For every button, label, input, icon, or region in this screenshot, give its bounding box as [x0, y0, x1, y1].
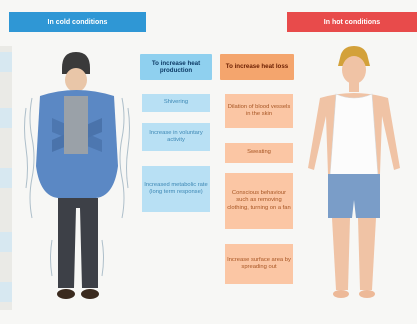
white-vest [330, 94, 378, 176]
foot [359, 290, 375, 298]
foot [333, 290, 349, 298]
conscious-behaviour-box: Conscious behaviour such as removing clo… [225, 173, 293, 229]
cold-head [65, 68, 87, 92]
vasodilation-box: Dilation of blood vessels in the skin [225, 94, 293, 128]
grey-jumper [64, 96, 88, 154]
boot [81, 289, 99, 299]
blue-shorts [328, 174, 380, 218]
edge-tick [0, 108, 12, 128]
right-leg [358, 218, 376, 290]
metabolic-rate-box: Increased metabolic rate (long term resp… [142, 166, 210, 212]
hot-conditions-header: In hot conditions [287, 12, 417, 32]
boot [57, 289, 75, 299]
heat-loss-title: To increase heat loss [220, 54, 294, 80]
surface-area-box: Increase surface area by spreading out [225, 244, 293, 284]
left-edge-strip [0, 46, 12, 310]
dark-trousers [58, 198, 98, 288]
edge-tick [0, 52, 12, 72]
edge-tick [0, 168, 12, 188]
shivering-box: Shivering [142, 94, 210, 112]
cold-person-figure [22, 48, 134, 306]
hot-head [342, 56, 366, 84]
neck [349, 82, 359, 92]
hot-person-figure [298, 44, 410, 306]
edge-tick [0, 282, 12, 302]
left-leg [332, 218, 350, 290]
sweating-box: Sweating [225, 143, 293, 163]
voluntary-activity-box: Increase in voluntary activity [142, 123, 210, 151]
cold-conditions-header: In cold conditions [9, 12, 146, 32]
heat-production-title: To increase heat production [140, 54, 212, 80]
edge-tick [0, 232, 12, 252]
